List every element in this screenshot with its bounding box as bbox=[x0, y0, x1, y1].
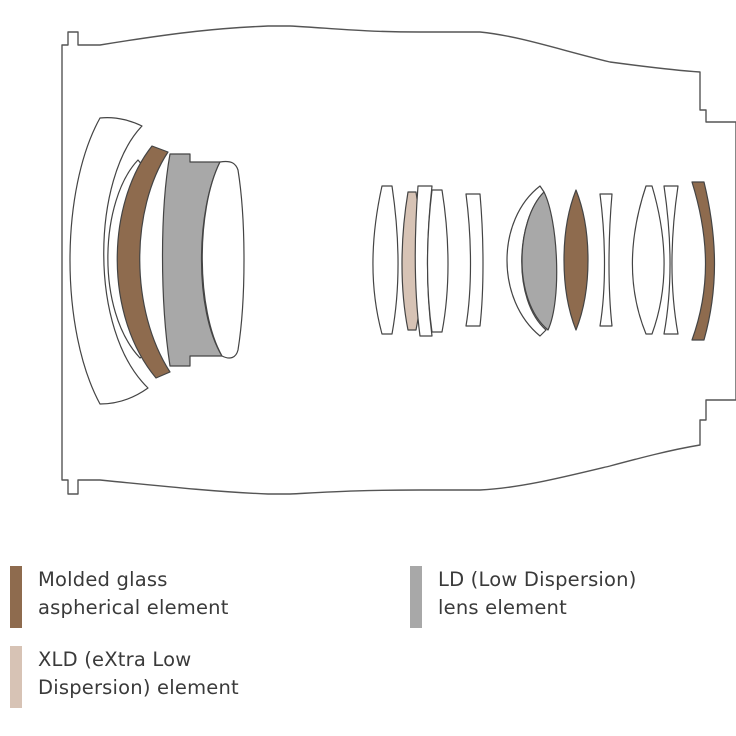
rear-element-3 bbox=[663, 185, 679, 335]
middle-element-3 bbox=[426, 189, 449, 333]
legend-swatch-molded bbox=[10, 566, 22, 628]
rear-element-1 bbox=[599, 193, 613, 327]
molded-aspherical-element-middle bbox=[563, 189, 589, 331]
molded-aspherical-element-front bbox=[116, 145, 171, 379]
legend-label-molded-line1: Molded glass bbox=[38, 568, 168, 591]
molded-aspherical-element-rear bbox=[691, 181, 716, 341]
front-meniscus-element bbox=[69, 117, 149, 405]
legend-item-ld: LD (Low Dispersion) lens element bbox=[410, 566, 637, 628]
ld-element-rear bbox=[521, 191, 558, 331]
legend-label-ld-line2: lens element bbox=[438, 596, 567, 619]
lens-barrel-outline bbox=[61, 25, 736, 495]
legend-label-ld-line1: LD (Low Dispersion) bbox=[438, 568, 637, 591]
legend-swatch-xld bbox=[10, 646, 22, 708]
middle-element-4 bbox=[465, 193, 484, 327]
middle-element-1 bbox=[372, 185, 399, 335]
legend-item-molded: Molded glass aspherical element bbox=[10, 566, 229, 628]
front-biconvex-element bbox=[201, 160, 245, 359]
legend-label-xld: XLD (eXtra Low Dispersion) element bbox=[38, 646, 239, 702]
legend-item-xld: XLD (eXtra Low Dispersion) element bbox=[10, 646, 239, 708]
legend-label-xld-line2: Dispersion) element bbox=[38, 676, 239, 699]
legend-label-molded-line2: aspherical element bbox=[38, 596, 229, 619]
legend-swatch-ld bbox=[410, 566, 422, 628]
lens-construction-diagram bbox=[61, 25, 736, 495]
rear-element-2 bbox=[631, 185, 665, 335]
legend-label-ld: LD (Low Dispersion) lens element bbox=[438, 566, 637, 622]
legend-label-molded: Molded glass aspherical element bbox=[38, 566, 229, 622]
legend-label-xld-line1: XLD (eXtra Low bbox=[38, 648, 192, 671]
